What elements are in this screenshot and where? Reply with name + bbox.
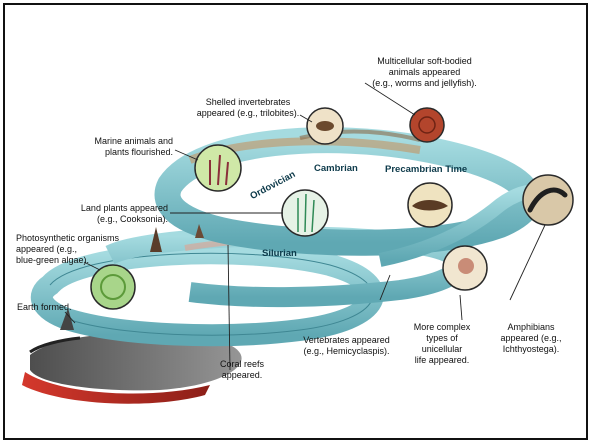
- marine-label: Marine animals and plants flourished.: [55, 136, 173, 158]
- jellyfish-circle: [410, 108, 444, 142]
- coral-reefs-label: Coral reefs appeared.: [212, 359, 272, 381]
- unicellular-circle: [443, 246, 487, 290]
- amphibian-circle: [523, 175, 573, 225]
- complex-unicellular-label: More complex types of unicellular life a…: [406, 322, 478, 366]
- fish-circle: [408, 183, 452, 227]
- vertebrates-label: Vertebrates appeared (e.g., Hemicyclaspi…: [294, 335, 399, 357]
- earth-formed-label: Earth formed.: [17, 302, 97, 313]
- trilobite-circle: [307, 108, 343, 144]
- amphibians-label: Amphibians appeared (e.g., Ichthyostega)…: [491, 322, 571, 355]
- precambrian-band-label: Precambrian Time: [385, 164, 467, 175]
- multicellular-label: Multicellular soft-bodied animals appear…: [357, 56, 492, 89]
- photosynthetic-label: Photosynthetic organisms appeared (e.g.,…: [16, 233, 141, 266]
- shelled-invertebrates-label: Shelled invertebrates appeared (e.g., tr…: [188, 97, 308, 119]
- land-plants-label: Land plants appeared (e.g., Cooksonia).: [35, 203, 168, 225]
- marine-plants-circle: [195, 145, 241, 191]
- cambrian-band-label: Cambrian: [314, 163, 358, 174]
- algae-circle: [91, 265, 135, 309]
- silurian-band-label: Silurian: [262, 248, 297, 259]
- cooksonia-circle: [282, 190, 328, 236]
